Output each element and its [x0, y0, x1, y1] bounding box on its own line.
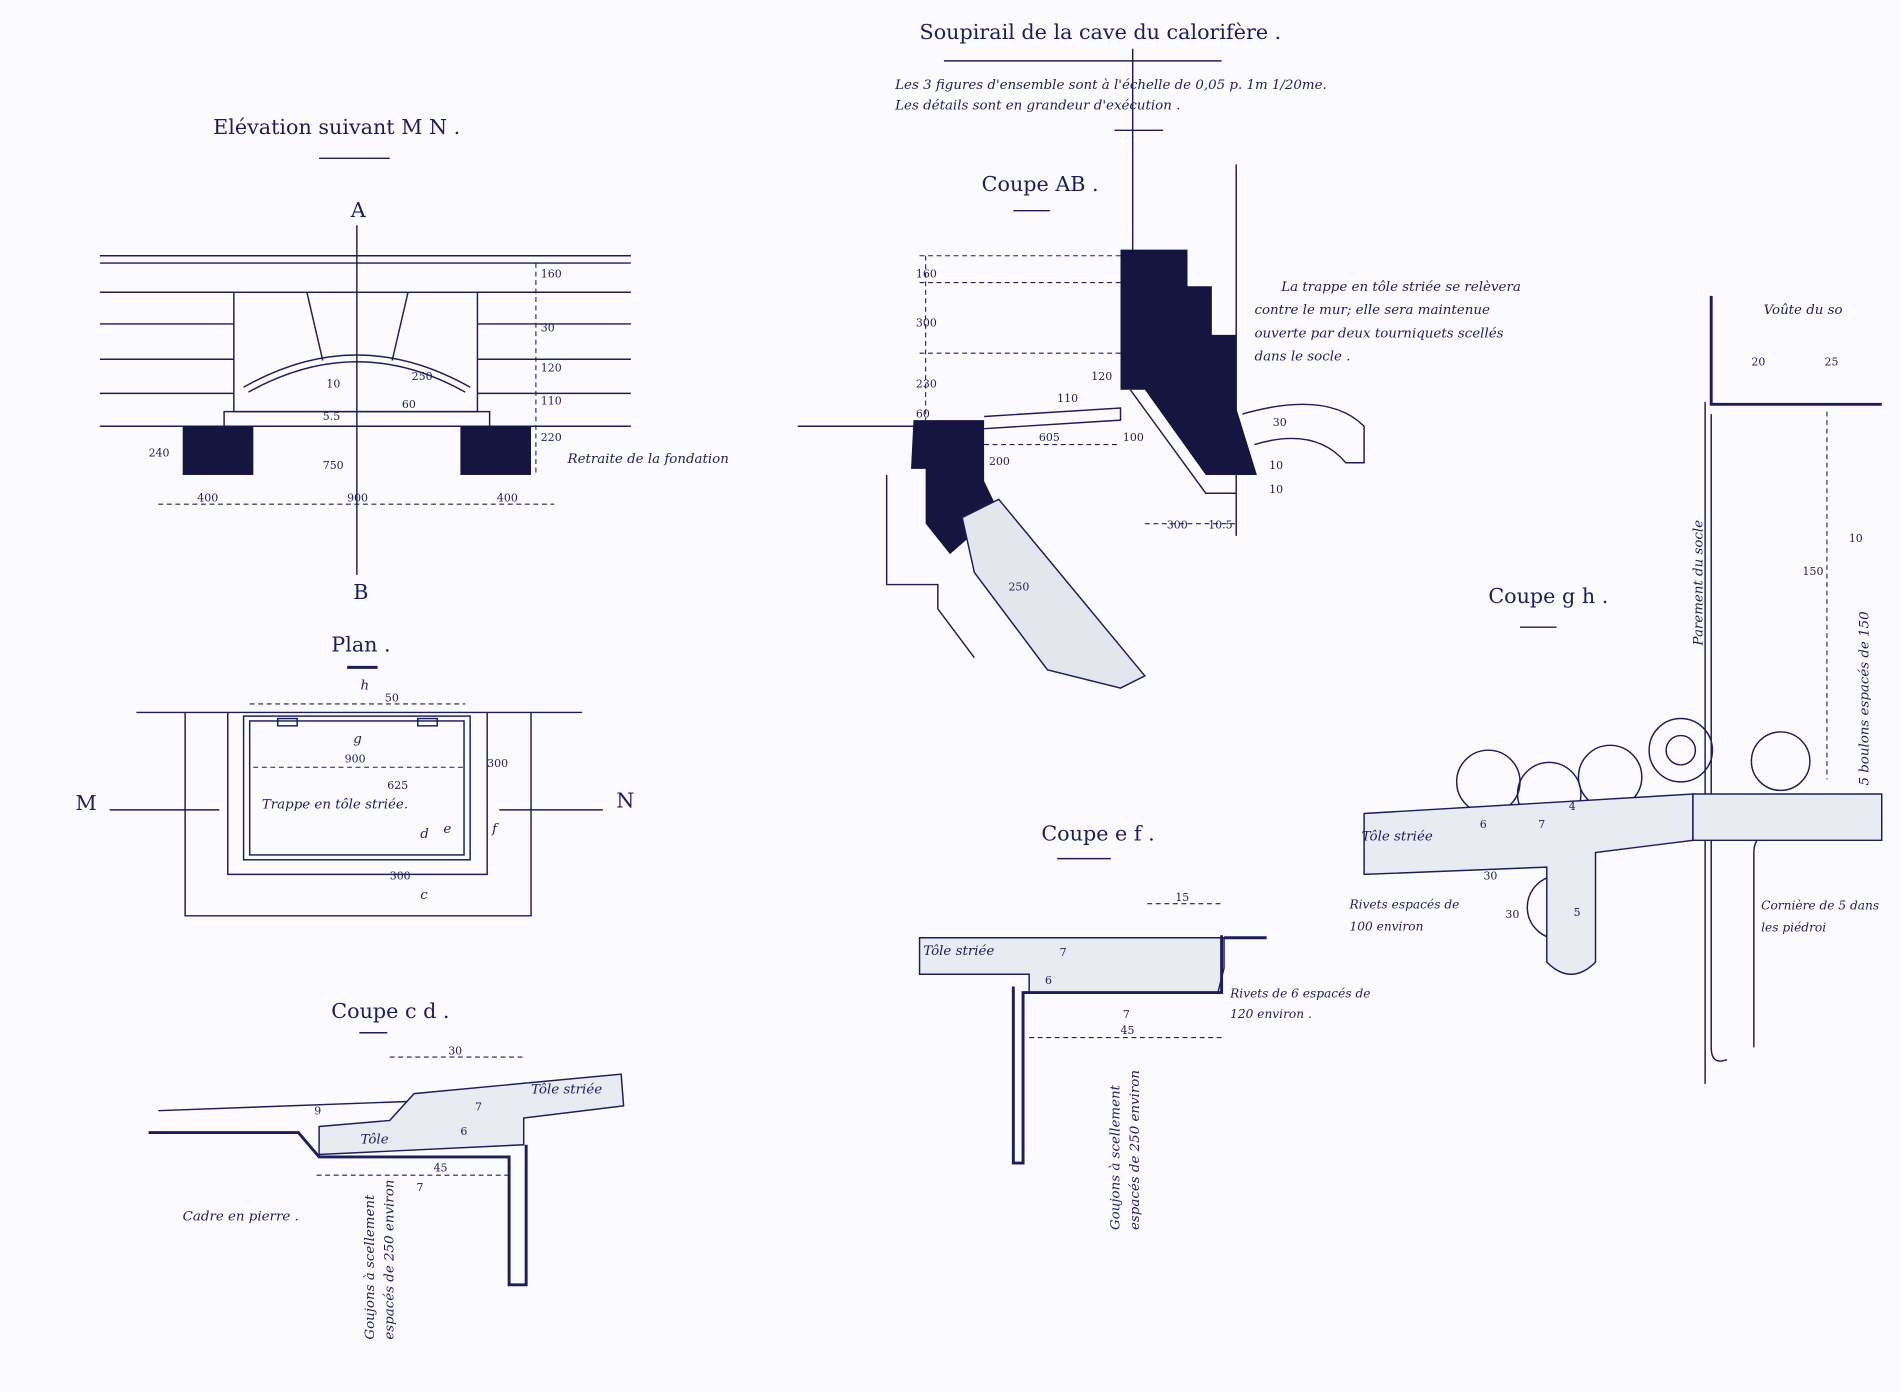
dim-10-a: 10 — [1269, 483, 1283, 496]
dim-900: 900 — [347, 492, 368, 505]
dim-7-lower: 7 — [1123, 1008, 1130, 1021]
section-label-a: A — [350, 198, 367, 222]
label-boulons: 5 boulons espacés de 150 — [1857, 611, 1872, 786]
coupe-cd-figure: Coupe c d . 30 9 7 6 45 7 Tôle striée Tô… — [148, 999, 625, 1340]
dim-5: 5 — [1574, 906, 1581, 919]
dim-6: 6 — [1045, 974, 1052, 987]
section-label-d: d — [420, 827, 429, 842]
dim-10-b: 10 — [1269, 459, 1283, 472]
label-tole-striee: Tôle striée — [531, 1083, 602, 1098]
coupe-cd-title: Coupe c d . — [331, 999, 449, 1023]
dim-150: 150 — [1803, 565, 1824, 578]
dim-160: 160 — [541, 268, 562, 281]
dim-30-vertical: 30 — [1505, 908, 1519, 921]
dim-160: 160 — [916, 268, 937, 281]
dim-100: 100 — [1123, 431, 1144, 444]
dim-7: 7 — [1538, 818, 1545, 831]
dim-30: 30 — [541, 321, 555, 334]
foundation-note: Retraite de la fondation — [567, 452, 729, 467]
dim-60: 60 — [402, 398, 416, 411]
section-label-g: g — [353, 732, 362, 747]
dim-6: 6 — [1480, 818, 1487, 831]
dim-60: 60 — [916, 408, 930, 421]
dim-110: 110 — [541, 394, 562, 407]
label-voute: Voûte du so — [1764, 303, 1843, 318]
dim-10-5: 10.5 — [1208, 519, 1232, 532]
dim-6: 6 — [460, 1125, 467, 1138]
corniere-note: Cornière de 5 dans les piédroi — [1761, 900, 1879, 935]
dim-250: 250 — [1008, 581, 1029, 594]
dim-10: 10 — [1849, 532, 1863, 545]
dim-120: 120 — [1091, 370, 1112, 383]
dim-30-horizontal: 30 — [1483, 869, 1497, 882]
dim-230: 230 — [916, 377, 937, 390]
dim-300-lower: 300 — [1167, 519, 1188, 532]
section-label-c: c — [420, 888, 428, 903]
coupe-gh-figure: Coupe g h . Tôle striée Voûte du so Pare… — [1349, 295, 1883, 1084]
dim-4: 4 — [1569, 800, 1576, 813]
coupe-gh-title: Coupe g h . — [1488, 584, 1608, 608]
coupe-ef-title: Coupe e f . — [1041, 821, 1154, 845]
dim-120: 120 — [541, 361, 562, 374]
dim-5-5: 5.5 — [323, 410, 340, 423]
dim-750: 750 — [323, 459, 344, 472]
rivets-note: Rivets espacés de 100 environ — [1349, 899, 1459, 934]
label-tole-striee: Tôle striée — [1362, 829, 1433, 844]
dim-25: 25 — [1824, 355, 1838, 368]
scale-note-line1: Les 3 figures d'ensemble sont à l'échell… — [894, 78, 1327, 93]
dim-900: 900 — [345, 752, 366, 765]
dim-10: 10 — [326, 377, 340, 390]
rivets-note: Rivets de 6 espacés de 120 environ . — [1230, 988, 1370, 1022]
dim-400-left: 400 — [197, 492, 218, 505]
section-label-n: N — [616, 788, 634, 812]
elevation-title: Elévation suivant M N . — [213, 115, 460, 139]
label-tole-striee: Tôle striée — [923, 944, 994, 959]
sheet-title: Soupirail de la cave du calorifère . — [920, 20, 1282, 44]
dim-7-lower: 7 — [417, 1181, 424, 1194]
goujons-note: Goujons à scellement espacés de 250 envi… — [362, 1180, 397, 1340]
dim-30: 30 — [1273, 416, 1287, 429]
plan-figure: Plan . M N 900 625 300 300 50 Trappe en … — [76, 633, 634, 917]
section-label-m: M — [76, 791, 97, 815]
label-cadre-pierre: Cadre en pierre . — [183, 1209, 299, 1224]
dim-45: 45 — [1121, 1024, 1135, 1037]
dim-7-upper: 7 — [1060, 946, 1067, 959]
dim-300-bottom: 300 — [390, 869, 411, 882]
dim-7-upper: 7 — [475, 1101, 482, 1114]
goujons-note: Goujons à scellement espacés de 250 envi… — [1107, 1070, 1142, 1230]
dim-200: 200 — [989, 455, 1010, 468]
coupe-ab-title: Coupe AB . — [982, 172, 1099, 196]
coupe-ab-figure: Coupe AB . 160 300 230 60 110 120 605 10… — [797, 48, 1521, 689]
dim-605: 605 — [1039, 431, 1060, 444]
dim-625: 625 — [387, 779, 408, 792]
scale-note-line2: Les détails sont en grandeur d'exécution… — [894, 99, 1180, 114]
dim-45: 45 — [434, 1162, 448, 1175]
dim-250: 250 — [412, 370, 433, 383]
trapdoor-note: La trappe en tôle striée se relèvera con… — [1254, 279, 1520, 364]
dim-20: 20 — [1751, 355, 1765, 368]
dim-240: 240 — [149, 447, 170, 460]
label-tole: Tôle — [361, 1133, 389, 1148]
section-label-h: h — [361, 678, 370, 693]
dim-15: 15 — [1175, 891, 1189, 904]
section-label-f: f — [491, 822, 499, 837]
section-label-b: B — [353, 580, 368, 604]
dim-9: 9 — [314, 1104, 321, 1117]
dim-50: 50 — [385, 691, 399, 704]
dim-300-right: 300 — [487, 757, 508, 770]
dim-400-right: 400 — [497, 492, 518, 505]
dim-30: 30 — [448, 1045, 462, 1058]
section-label-e: e — [443, 822, 451, 837]
plan-title: Plan . — [331, 633, 390, 657]
label-parement-socle: Parement du socle — [1692, 520, 1707, 647]
dim-300: 300 — [916, 316, 937, 329]
dim-110: 110 — [1057, 392, 1078, 405]
dim-220: 220 — [541, 431, 562, 444]
trapdoor-note: Trappe en tôle striée. — [262, 798, 408, 813]
elevation-mn-figure: Elévation suivant M N . A B 400 900 400 … — [99, 115, 729, 604]
coupe-ef-figure: Coupe e f . 15 7 6 7 45 Tôle striée Rive… — [918, 821, 1370, 1230]
